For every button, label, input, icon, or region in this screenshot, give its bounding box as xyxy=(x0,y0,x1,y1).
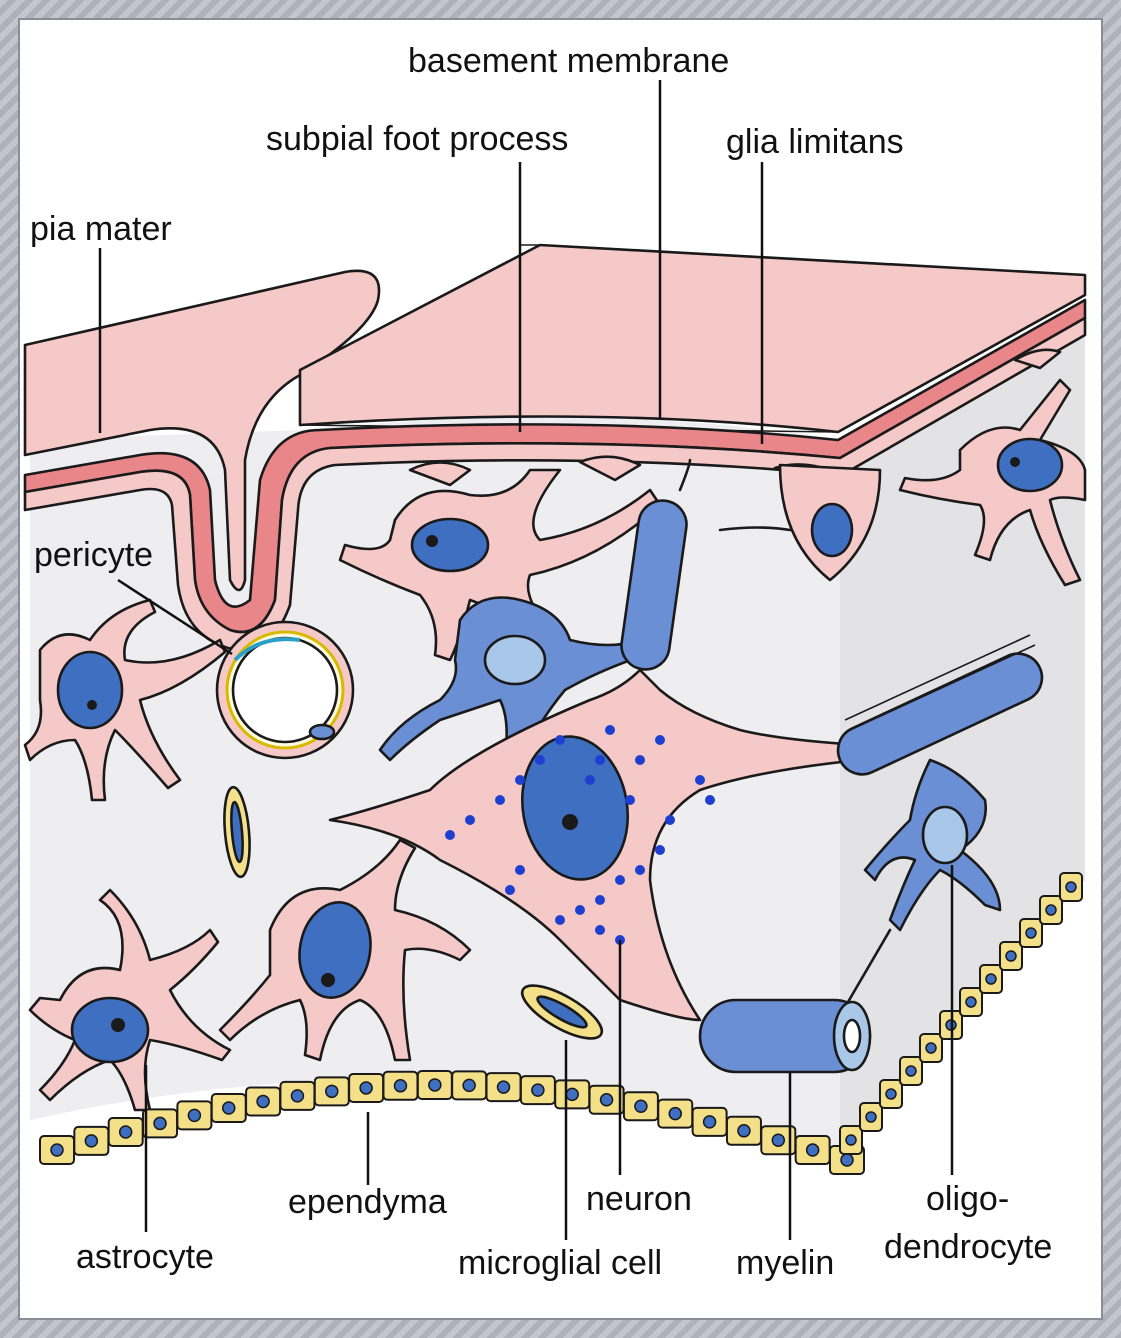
ependymal-nucleus xyxy=(326,1085,338,1097)
ependymal-nucleus xyxy=(291,1090,303,1102)
ependymal-nucleus xyxy=(429,1079,441,1091)
nissl-dot xyxy=(445,830,455,840)
ependymal-nucleus xyxy=(704,1116,716,1128)
ependymal-nucleus xyxy=(906,1066,916,1076)
nissl-dot xyxy=(635,755,645,765)
nissl-dot xyxy=(535,755,545,765)
ependymal-nucleus xyxy=(257,1095,269,1107)
nissl-dot xyxy=(555,735,565,745)
nissl-dot xyxy=(465,815,475,825)
ependymal-nucleus xyxy=(866,1112,876,1122)
ependymal-nucleus xyxy=(986,974,996,984)
nissl-dot xyxy=(595,925,605,935)
nissl-dot xyxy=(655,845,665,855)
nissl-dot xyxy=(595,755,605,765)
nissl-dot xyxy=(605,725,615,735)
label-neuron: neuron xyxy=(586,1180,692,1218)
nissl-dot xyxy=(665,815,675,825)
nissl-dot xyxy=(585,775,595,785)
ependymal-nucleus xyxy=(1046,905,1056,915)
ependymal-nucleus xyxy=(841,1154,853,1166)
ependymal-nucleus xyxy=(772,1134,784,1146)
ependymal-nucleus xyxy=(85,1135,97,1147)
ependymal-nucleus xyxy=(669,1108,681,1120)
ependymal-nucleus xyxy=(846,1135,856,1145)
label-basement-membrane: basement membrane xyxy=(408,42,729,80)
ependymal-nucleus xyxy=(926,1043,936,1053)
nissl-dot xyxy=(635,865,645,875)
label-microglial-cell: microglial cell xyxy=(458,1244,662,1282)
ependymal-nucleus xyxy=(966,997,976,1007)
ependymal-nucleus xyxy=(1026,928,1036,938)
label-oligodendrocyte-line2: dendrocyte xyxy=(884,1228,1052,1266)
myelin-segment-lower xyxy=(700,1000,870,1072)
nissl-dot xyxy=(505,885,515,895)
ependymal-nucleus xyxy=(51,1144,63,1156)
blood-vessel xyxy=(217,622,353,758)
ependymal-nucleus xyxy=(807,1144,819,1156)
nissl-dot xyxy=(655,735,665,745)
ependymal-nucleus xyxy=(566,1088,578,1100)
ependymal-nucleus xyxy=(1006,951,1016,961)
nissl-dot xyxy=(555,915,565,925)
nissl-dot xyxy=(615,875,625,885)
ependymal-nucleus xyxy=(154,1117,166,1129)
ependymal-nucleus xyxy=(394,1080,406,1092)
nissl-dot xyxy=(575,905,585,915)
ependymal-nucleus xyxy=(532,1084,544,1096)
label-oligodendrocyte-line1: oligo- xyxy=(926,1180,1009,1218)
ependymal-nucleus xyxy=(360,1082,372,1094)
nissl-dot xyxy=(515,865,525,875)
ependymal-nucleus xyxy=(886,1089,896,1099)
ependymal-nucleus xyxy=(120,1126,132,1138)
nissl-dot xyxy=(695,775,705,785)
label-glia-limitans: glia limitans xyxy=(726,123,904,161)
nissl-dot xyxy=(705,795,715,805)
label-subpial-foot-process: subpial foot process xyxy=(266,120,568,158)
ependymal-nucleus xyxy=(463,1079,475,1091)
label-ependyma: ependyma xyxy=(288,1183,447,1221)
label-myelin: myelin xyxy=(736,1244,834,1282)
ependymal-nucleus xyxy=(223,1102,235,1114)
ependymal-nucleus xyxy=(498,1081,510,1093)
nissl-dot xyxy=(625,795,635,805)
ependymal-nucleus xyxy=(635,1100,647,1112)
ependymal-nucleus xyxy=(738,1125,750,1137)
ependymal-nucleus xyxy=(1066,882,1076,892)
nissl-dot xyxy=(495,795,505,805)
nissl-dot xyxy=(595,895,605,905)
label-pia-mater: pia mater xyxy=(30,210,172,248)
ependymal-nucleus xyxy=(188,1109,200,1121)
label-pericyte: pericyte xyxy=(34,536,153,574)
label-astrocyte: astrocyte xyxy=(76,1238,214,1276)
nissl-dot xyxy=(515,775,525,785)
ependymal-nucleus xyxy=(601,1094,613,1106)
